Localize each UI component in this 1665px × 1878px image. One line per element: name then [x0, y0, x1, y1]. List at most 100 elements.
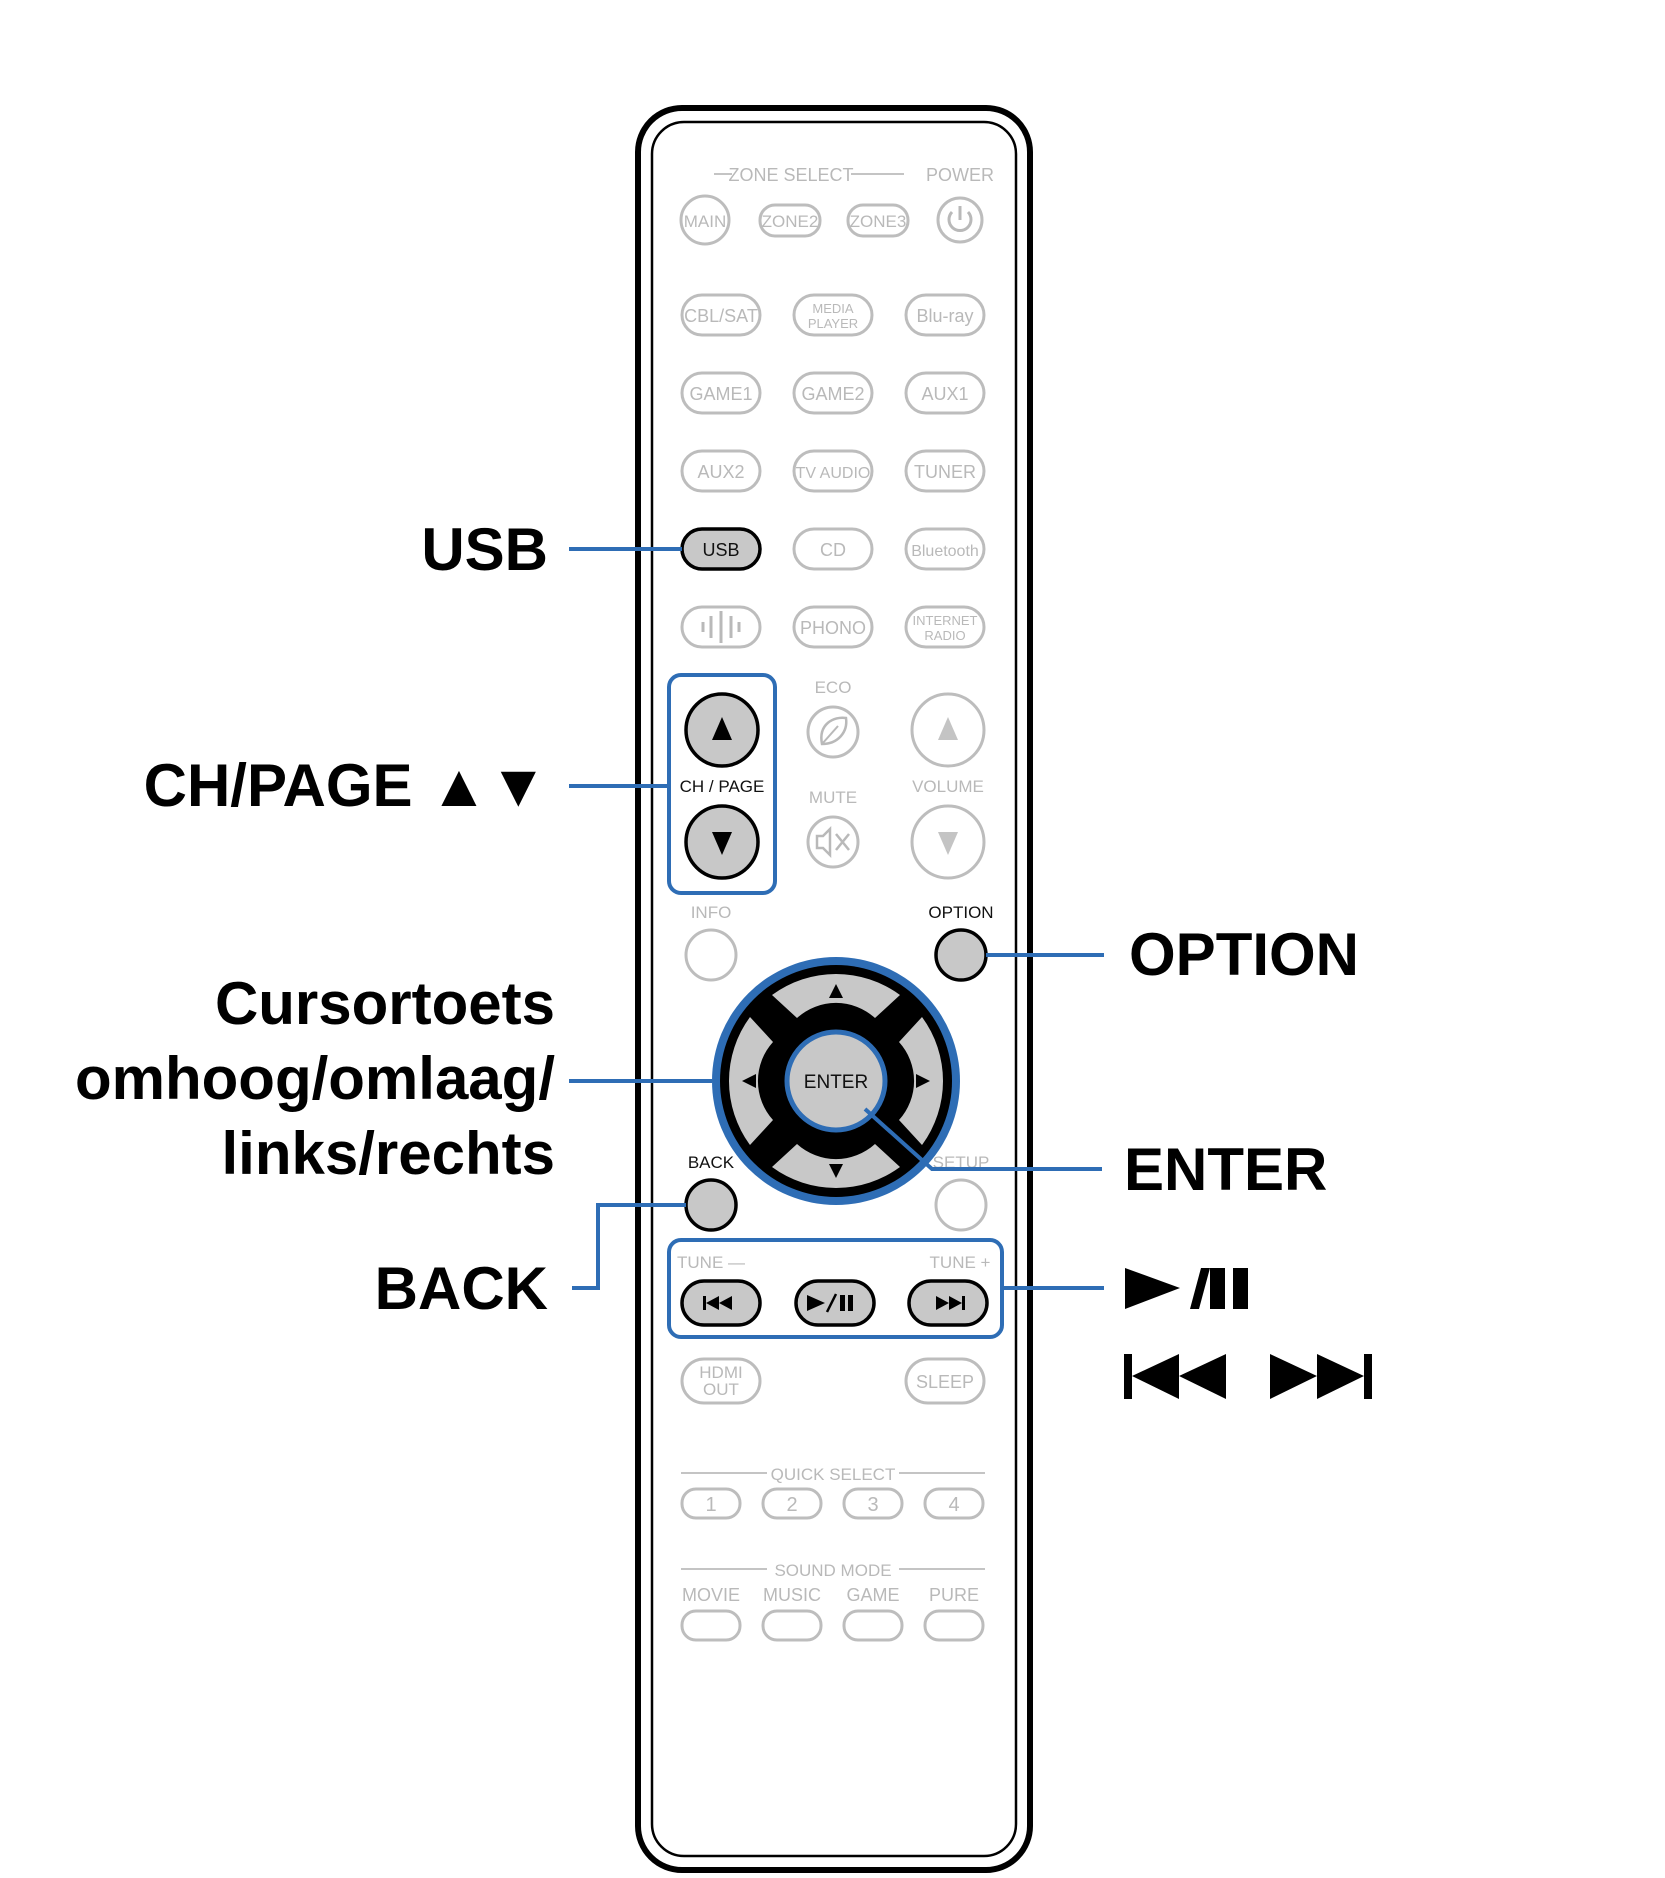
game-button[interactable]: [842, 1609, 904, 1642]
power-button[interactable]: [936, 196, 984, 244]
movie-button[interactable]: [680, 1609, 742, 1642]
quick-select-2-button[interactable]: 2: [761, 1487, 823, 1520]
volume-down-button[interactable]: [910, 804, 986, 880]
leaf-icon: [820, 716, 848, 746]
cursor-up-button[interactable]: [772, 973, 900, 1018]
main-button[interactable]: MAIN: [679, 194, 731, 246]
game1-label: GAME1: [689, 384, 752, 404]
aux2-label: AUX2: [697, 462, 744, 482]
cursor-up-icon: [829, 984, 843, 998]
sleep-button[interactable]: SLEEP: [904, 1357, 986, 1405]
bluray-button[interactable]: Blu-ray: [904, 293, 986, 337]
eco-label: ECO: [815, 678, 852, 697]
zone-select-group: ZONE SELECT POWER: [714, 165, 994, 185]
power-label: POWER: [926, 165, 994, 185]
skip-forward-icon: [936, 1296, 965, 1310]
main-button-label: MAIN: [684, 212, 727, 231]
bluetooth-label: Bluetooth: [911, 543, 979, 560]
info-button[interactable]: [684, 928, 738, 982]
qs4-label: 4: [948, 1494, 959, 1516]
cursor-down-icon: [829, 1164, 843, 1178]
back-leader-line: [572, 1203, 686, 1290]
option-callout: OPTION: [1129, 921, 1359, 988]
cursor-callout-line-3: links/rechts: [222, 1120, 556, 1187]
volume-up-icon: [938, 717, 958, 740]
hdmi-out-label-1: HDMI: [699, 1363, 742, 1382]
back-callout: BACK: [375, 1255, 548, 1322]
pure-label: PURE: [929, 1585, 979, 1605]
heos-icon: [701, 611, 741, 643]
bluetooth-button[interactable]: Bluetooth: [904, 527, 986, 571]
volume-up-button[interactable]: [910, 692, 986, 768]
usb-callout: USB: [421, 516, 548, 583]
aux2-button[interactable]: AUX2: [680, 449, 762, 493]
internet-radio-button[interactable]: INTERNET RADIO: [904, 605, 986, 649]
enter-callout: ENTER: [1124, 1136, 1327, 1203]
quick-select-3-button[interactable]: 3: [842, 1487, 904, 1520]
zone2-button[interactable]: ZONE2: [758, 203, 822, 238]
internet-radio-label-1: INTERNET: [913, 613, 978, 628]
tv-audio-label: TV AUDIO: [796, 465, 871, 482]
mute-icon: [815, 825, 850, 859]
sound-mode-label: SOUND MODE: [774, 1561, 891, 1580]
hdmi-out-button[interactable]: HDMI OUT: [680, 1357, 762, 1405]
usb-button[interactable]: USB: [680, 527, 762, 571]
phono-button[interactable]: PHONO: [792, 605, 874, 649]
eco-button[interactable]: [806, 705, 860, 759]
option-button[interactable]: [934, 928, 988, 982]
hdmi-out-label-2: OUT: [703, 1380, 739, 1399]
quick-select-1-button[interactable]: 1: [680, 1487, 742, 1520]
game1-button[interactable]: GAME1: [680, 371, 762, 415]
cd-label: CD: [820, 540, 846, 560]
info-label: INFO: [691, 903, 732, 922]
quick-select-label: QUICK SELECT: [771, 1465, 896, 1484]
option-remote-label: OPTION: [928, 903, 993, 922]
tuner-button[interactable]: TUNER: [904, 449, 986, 493]
tune-plus-label: TUNE +: [930, 1253, 991, 1272]
ch-page-up-button[interactable]: [684, 692, 760, 768]
ch-page-down-button[interactable]: [684, 804, 760, 880]
play-pause-callout: ►/▌▌: [1125, 1268, 1248, 1309]
volume-down-icon: [938, 832, 958, 855]
usb-button-label: USB: [702, 540, 739, 560]
quick-select-4-button[interactable]: 4: [923, 1487, 985, 1520]
qs2-label: 2: [786, 1494, 797, 1516]
cursor-right-button[interactable]: [899, 1017, 944, 1145]
cursor-left-icon: [742, 1074, 756, 1088]
cd-button[interactable]: CD: [792, 527, 874, 571]
mute-button[interactable]: [806, 815, 860, 869]
volume-label: VOLUME: [912, 777, 984, 796]
cursor-down-button[interactable]: [772, 1144, 900, 1189]
tuner-label: TUNER: [914, 462, 976, 482]
cursor-left-button[interactable]: [728, 1017, 773, 1145]
heos-button[interactable]: [680, 605, 762, 649]
setup-button[interactable]: [934, 1178, 988, 1232]
qs3-label: 3: [867, 1494, 878, 1516]
qs1-label: 1: [705, 1494, 716, 1516]
zone3-button[interactable]: ZONE3: [846, 203, 910, 238]
game2-label: GAME2: [801, 384, 864, 404]
skip-forward-button[interactable]: [907, 1279, 989, 1327]
zone2-button-label: ZONE2: [762, 212, 819, 231]
aux1-button[interactable]: AUX1: [904, 371, 986, 415]
media-player-label-2: PLAYER: [808, 316, 858, 331]
skip-back-button[interactable]: [680, 1279, 762, 1327]
ch-page-callout: CH/PAGE ▲▼: [144, 752, 548, 819]
skip-back-icon: [703, 1296, 732, 1310]
enter-button[interactable]: ENTER: [784, 1029, 888, 1133]
game2-button[interactable]: GAME2: [792, 371, 874, 415]
cbl-sat-button[interactable]: CBL/SAT: [680, 293, 762, 337]
pure-button[interactable]: [923, 1609, 985, 1642]
media-player-button[interactable]: MEDIA PLAYER: [792, 293, 874, 337]
media-player-label-1: MEDIA: [812, 301, 854, 316]
back-button[interactable]: [684, 1178, 738, 1232]
music-button[interactable]: [761, 1609, 823, 1642]
play-pause-button[interactable]: [794, 1279, 876, 1327]
movie-label: MOVIE: [682, 1585, 740, 1605]
tv-audio-button[interactable]: TV AUDIO: [792, 449, 874, 493]
enter-remote-label: ENTER: [804, 1072, 868, 1093]
music-label: MUSIC: [763, 1585, 821, 1605]
enter-leader-line: [863, 1107, 1102, 1171]
callout-lines: [569, 547, 1104, 1290]
